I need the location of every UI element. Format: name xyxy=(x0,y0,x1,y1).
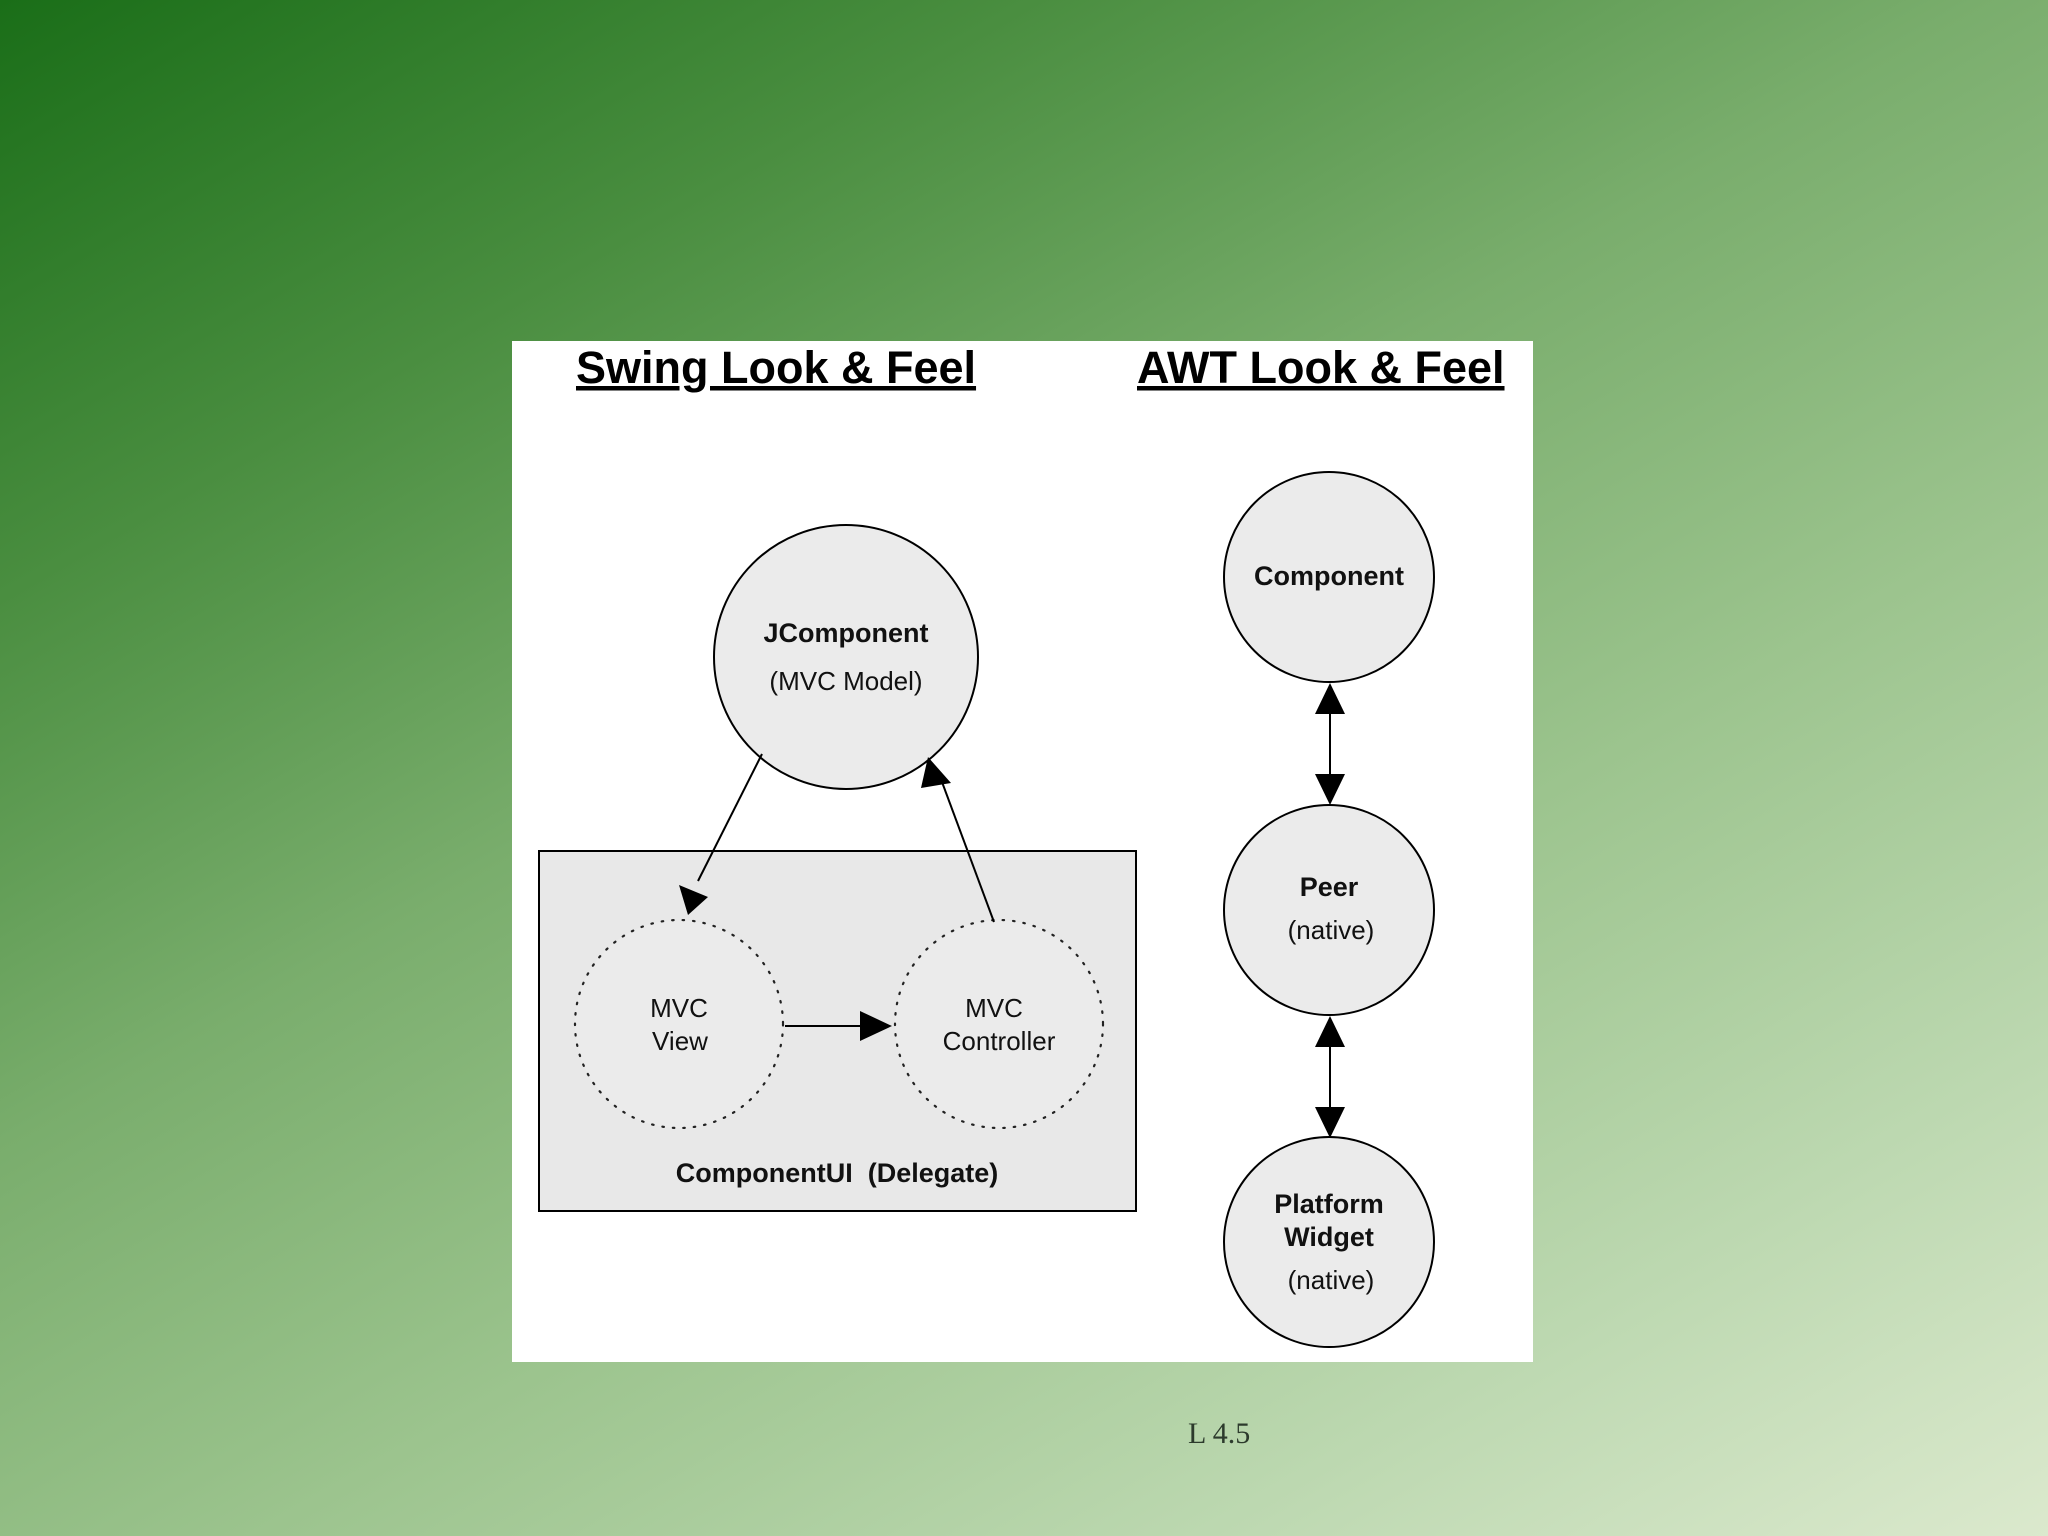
arrow-jcomponent-to-view xyxy=(679,753,763,915)
diagram-canvas: Swing Look & Feel AWT Look & Feel Compon… xyxy=(538,342,1505,1348)
jcomponent-subtitle: (MVC Model) xyxy=(769,666,922,696)
peer-subtitle: (native) xyxy=(1288,915,1375,945)
component-node: Component xyxy=(1223,471,1435,683)
peer-circle xyxy=(1223,804,1435,1016)
jcomponent-circle xyxy=(713,524,979,790)
arrow-jcomponent-to-view-line xyxy=(697,753,763,882)
swing-heading: Swing Look & Feel xyxy=(576,342,976,393)
mvc-controller-circle xyxy=(893,918,1105,1130)
arrow-peer-widget-head-down xyxy=(1315,1107,1345,1138)
arrow-peer-widget xyxy=(1315,1016,1345,1138)
slide-page-number: L 4.5 xyxy=(1188,1417,1251,1450)
arrow-component-peer-head-up xyxy=(1315,683,1345,714)
delegate-box-label: ComponentUI (Delegate) xyxy=(676,1158,999,1188)
peer-title: Peer xyxy=(1300,872,1359,902)
arrow-jcomponent-to-view-head xyxy=(679,885,708,915)
jcomponent-title: JComponent xyxy=(764,618,929,648)
component-title: Component xyxy=(1254,561,1404,591)
arrow-view-to-controller-head xyxy=(860,1011,892,1041)
awt-heading: AWT Look & Feel xyxy=(1137,342,1505,393)
arrow-component-peer xyxy=(1315,683,1345,805)
jcomponent-node: JComponent (MVC Model) xyxy=(713,524,979,790)
component-circle xyxy=(1223,471,1435,683)
platform-widget-node: Platform Widget (native) xyxy=(1223,1136,1435,1348)
arrow-controller-to-jcomponent-line xyxy=(941,781,995,923)
mvc-view-circle xyxy=(573,918,785,1130)
mvc-controller-node: MVC Controller xyxy=(893,918,1105,1130)
mvc-view-node: MVC View xyxy=(573,918,785,1130)
mvc-view-line1: MVC xyxy=(650,993,708,1023)
mvc-view-line2: View xyxy=(652,1026,708,1056)
arrow-component-peer-head-down xyxy=(1315,774,1345,805)
platform-widget-circle xyxy=(1223,1136,1435,1348)
platform-widget-line2: Widget xyxy=(1284,1222,1374,1252)
arrow-controller-to-jcomponent-head xyxy=(921,757,951,788)
mvc-controller-line1: MVC xyxy=(965,993,1023,1023)
arrow-view-to-controller xyxy=(785,1011,892,1041)
peer-node: Peer (native) xyxy=(1223,804,1435,1016)
mvc-controller-line2: Controller xyxy=(943,1026,1056,1056)
platform-widget-line1: Platform xyxy=(1274,1189,1384,1219)
platform-widget-subtitle: (native) xyxy=(1288,1265,1375,1295)
arrow-controller-to-jcomponent xyxy=(921,757,995,923)
arrow-peer-widget-head-up xyxy=(1315,1016,1345,1047)
architecture-diagram: Swing Look & Feel AWT Look & Feel Compon… xyxy=(512,341,1533,1362)
